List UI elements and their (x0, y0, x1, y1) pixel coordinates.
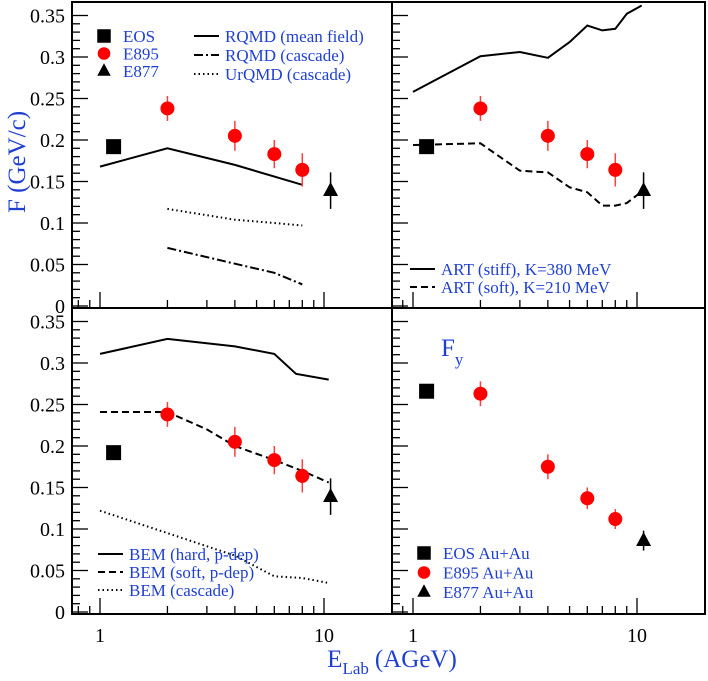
y-tick-label: 0.35 (30, 312, 65, 334)
marker-circle (608, 162, 623, 177)
marker-circle (540, 128, 555, 143)
series-line (100, 411, 330, 484)
x-tick-label: 10 (627, 625, 647, 647)
marker-circle (473, 101, 488, 116)
marker-circle (608, 512, 623, 527)
series-line (167, 246, 303, 286)
legend-label: EOS (123, 27, 155, 46)
marker-circle (267, 147, 282, 162)
x-tick-label: 1 (408, 625, 418, 647)
legend-label: UrQMD (cascade) (225, 65, 351, 84)
plot-area: 00.050.10.150.20.250.30.35EOSE895E877RQM… (30, 1, 706, 647)
marker-circle (580, 491, 595, 506)
y-tick-label: 0 (55, 296, 65, 318)
marker-circle (160, 407, 175, 422)
marker-square (106, 445, 122, 461)
legend-label: E895 Au+Au (443, 564, 534, 583)
marker-circle (295, 162, 310, 177)
series-line (99, 337, 329, 381)
y-tick-label: 0.05 (30, 255, 65, 277)
panel-label-fy-sub: y (455, 350, 464, 369)
y-tick-label: 0.3 (40, 353, 65, 375)
y-tick-label: 0.3 (40, 47, 65, 69)
marker-circle (417, 566, 431, 579)
x-axis-title-main: E (327, 646, 342, 673)
y-tick-label: 0.15 (30, 478, 65, 500)
marker-triangle (636, 181, 652, 196)
y-tick-label: 0.05 (30, 561, 65, 583)
marker-circle (540, 459, 555, 474)
x-tick-label: 10 (314, 625, 334, 647)
y-tick-label: 0.1 (40, 213, 65, 235)
legend-label: ART (soft), K=210 MeV (441, 278, 611, 297)
panel-label-fy-main: F (441, 335, 455, 362)
y-tick-label: 0.25 (30, 395, 65, 417)
y-tick-label: 0.15 (30, 172, 65, 194)
marker-square (97, 29, 111, 43)
legend-label: RQMD (mean field) (225, 27, 364, 46)
legend-label: E877 (123, 62, 159, 81)
marker-triangle (323, 181, 339, 196)
marker-square (419, 383, 435, 399)
marker-circle (295, 468, 310, 483)
y-tick-label: 0.25 (30, 89, 65, 111)
x-tick-label: 1 (95, 625, 105, 647)
marker-circle (580, 147, 595, 162)
marker-square (417, 546, 431, 560)
marker-triangle (323, 487, 339, 502)
y-axis-title: F (GeV/c) (4, 111, 31, 213)
legend-label: BEM (cascade) (129, 581, 234, 600)
panel-bottom-left: 0 0.05 0.1 0.15 0.2 0.25 0.3 0.35 1 10 BEM (hard, … (30, 307, 393, 647)
panel-label-fy: Fy (441, 335, 464, 369)
marker-triangle (97, 63, 111, 76)
y-tick-label: 0.35 (30, 6, 65, 28)
legend-label: E877 Au+Au (443, 583, 534, 602)
x-axis-title-sub: Lab (342, 659, 368, 678)
legend-label: BEM (soft, p-dep) (129, 563, 254, 582)
marker-square (419, 139, 435, 155)
x-axis-title-unit: (AGeV) (375, 646, 457, 673)
marker-circle (160, 101, 175, 116)
marker-circle (97, 47, 111, 60)
x-axis-title: ELab (AGeV) (327, 646, 457, 678)
legend-label: EOS Au+Au (443, 544, 530, 563)
marker-circle (473, 386, 488, 401)
series-line (99, 509, 329, 584)
marker-square (106, 139, 122, 155)
marker-triangle (417, 584, 431, 597)
marker-circle (267, 453, 282, 468)
y-tick-label: 0.2 (40, 436, 65, 458)
series-line (167, 207, 303, 227)
y-tick-label: 0 (55, 602, 65, 624)
legend-label: RQMD (cascade) (225, 46, 344, 65)
series-line (412, 142, 643, 207)
series-line (412, 4, 643, 93)
legend-label: ART (stiff), K=380 MeV (441, 260, 612, 279)
series-line (99, 147, 303, 186)
marker-circle (227, 128, 242, 143)
marker-circle (227, 434, 242, 449)
legend-label: BEM (hard, p-dep) (129, 545, 259, 564)
legend-label: E895 (123, 45, 159, 64)
y-tick-label: 0.1 (40, 519, 65, 541)
marker-triangle (636, 531, 652, 546)
y-tick-label: 0.2 (40, 130, 65, 152)
